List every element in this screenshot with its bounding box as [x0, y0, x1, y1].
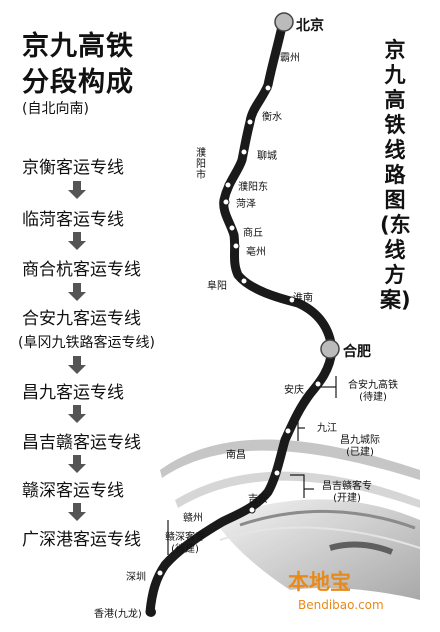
- train-illustration: [160, 439, 421, 600]
- station-dot: [232, 242, 240, 250]
- city-beijing: 北京: [296, 18, 324, 34]
- city-bozhou: 亳州: [246, 247, 266, 258]
- city-hongkong: 香港(九龙): [94, 609, 142, 620]
- title-line-1: 京九高铁: [22, 31, 134, 62]
- watermark-url: Bendibao.com: [298, 598, 384, 612]
- city-fuyang: 阜阳: [207, 281, 227, 292]
- city-shenzhen: 深圳: [126, 572, 146, 583]
- station-dot: [240, 148, 248, 156]
- station-dot: [228, 224, 236, 232]
- city-liaocheng: 聊城: [257, 151, 277, 162]
- city-anqing: 安庆: [284, 385, 304, 396]
- station-dot: [264, 84, 272, 92]
- station-dot: [222, 198, 230, 206]
- city-hefei: 合肥: [343, 344, 371, 360]
- station-dot: [284, 427, 292, 435]
- map-title: 京九高铁线路图(东线方案): [380, 38, 411, 312]
- annotation-changjigan-name: 昌吉赣客专: [322, 481, 372, 492]
- direction-subtitle: (自北向南): [22, 101, 89, 117]
- segment-1: 京衡客运专线: [22, 158, 124, 178]
- segment-5: 昌九客运专线: [22, 383, 124, 403]
- station-dot: [240, 277, 248, 285]
- segment-4: 合安九客运专线: [22, 309, 141, 329]
- annotation-ganshen: 赣深客专 (待建): [165, 532, 205, 556]
- segment-3: 商合杭客运专线: [22, 260, 141, 280]
- annotation-brackets: [167, 376, 337, 555]
- city-shangqiu: 商丘: [243, 228, 263, 239]
- city-ganzhou: 赣州: [183, 513, 203, 524]
- annotation-changjiu-name: 昌九城际: [340, 435, 380, 446]
- annotation-changjiu-status: (已建): [346, 447, 374, 458]
- annotation-hean: 合安九高铁 (待建): [348, 380, 398, 404]
- station-dot: [248, 506, 256, 514]
- hongkong-marker: [146, 607, 156, 617]
- annotation-hean-name: 合安九高铁: [348, 380, 398, 391]
- annotation-ganshen-status: (待建): [171, 544, 199, 555]
- station-dot: [288, 296, 296, 304]
- city-hengshui: 衡水: [262, 112, 282, 123]
- hefei-marker: [320, 339, 340, 359]
- station-dot: [156, 569, 164, 577]
- annotation-ganshen-name: 赣深客专: [165, 532, 205, 543]
- city-puyang-city: 濮阳市: [196, 148, 206, 181]
- segment-2: 临菏客运专线: [22, 210, 124, 230]
- railway-line: [145, 17, 337, 617]
- segment-8: 广深港客运专线: [22, 530, 141, 550]
- station-markers: [156, 84, 322, 577]
- city-puyang-east: 濮阳东: [238, 182, 268, 193]
- title-line-2: 分段构成: [22, 67, 134, 98]
- station-dot: [246, 118, 254, 126]
- beijing-marker: [274, 12, 294, 32]
- watermark-logo: 本地宝: [288, 570, 351, 594]
- city-nanchang: 南昌: [226, 450, 246, 461]
- annotation-hean-status: (待建): [359, 392, 387, 403]
- annotation-changjigan-status: (开建): [333, 493, 361, 504]
- segment-4-note: (阜冈九铁路客运专线): [18, 335, 155, 351]
- annotation-changjiu: 昌九城际 (已建): [340, 435, 380, 459]
- segment-6: 昌吉赣客运专线: [22, 433, 141, 453]
- station-dot: [273, 469, 281, 477]
- city-jian: 吉安: [248, 494, 268, 505]
- city-heze: 菏泽: [236, 199, 256, 210]
- segment-7: 赣深客运专线: [22, 481, 124, 501]
- city-huainan: 淮南: [293, 293, 313, 304]
- city-bazhou: 霸州: [280, 53, 300, 64]
- city-jiujiang: 九江: [317, 423, 337, 434]
- station-dot: [314, 380, 322, 388]
- annotation-changjigan: 昌吉赣客专 (开建): [322, 481, 372, 505]
- station-dot: [224, 181, 232, 189]
